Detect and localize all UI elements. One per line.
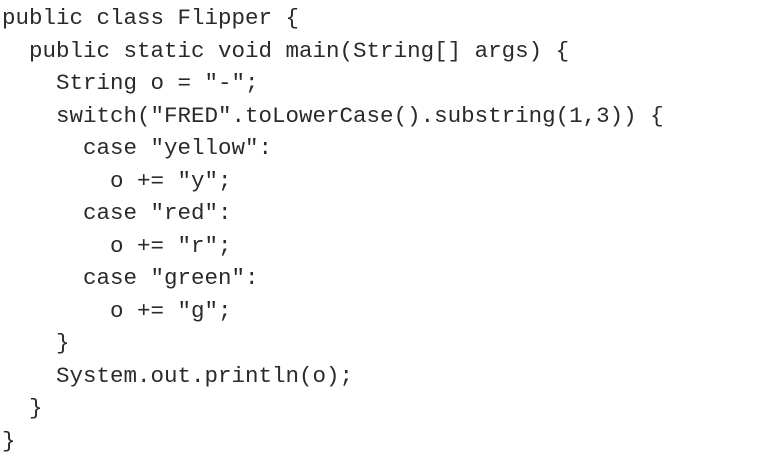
code-line-main-method: public static void main(String[] args) { (2, 35, 664, 68)
code-line-println: System.out.println(o); (2, 360, 664, 393)
code-line-case-red: case "red": (2, 197, 664, 230)
code-line-append-r: o += "r"; (2, 230, 664, 263)
code-line-string-declaration: String o = "-"; (2, 67, 664, 100)
code-line-class-declaration: public class Flipper { (2, 2, 664, 35)
code-line-class-close: } (2, 425, 664, 457)
code-line-case-green: case "green": (2, 262, 664, 295)
code-line-case-yellow: case "yellow": (2, 132, 664, 165)
code-line-method-close: } (2, 392, 664, 425)
code-line-append-y: o += "y"; (2, 165, 664, 198)
code-listing: public class Flipper { public static voi… (2, 2, 664, 457)
code-line-switch: switch("FRED".toLowerCase().substring(1,… (2, 100, 664, 133)
code-line-append-g: o += "g"; (2, 295, 664, 328)
code-line-switch-close: } (2, 327, 664, 360)
